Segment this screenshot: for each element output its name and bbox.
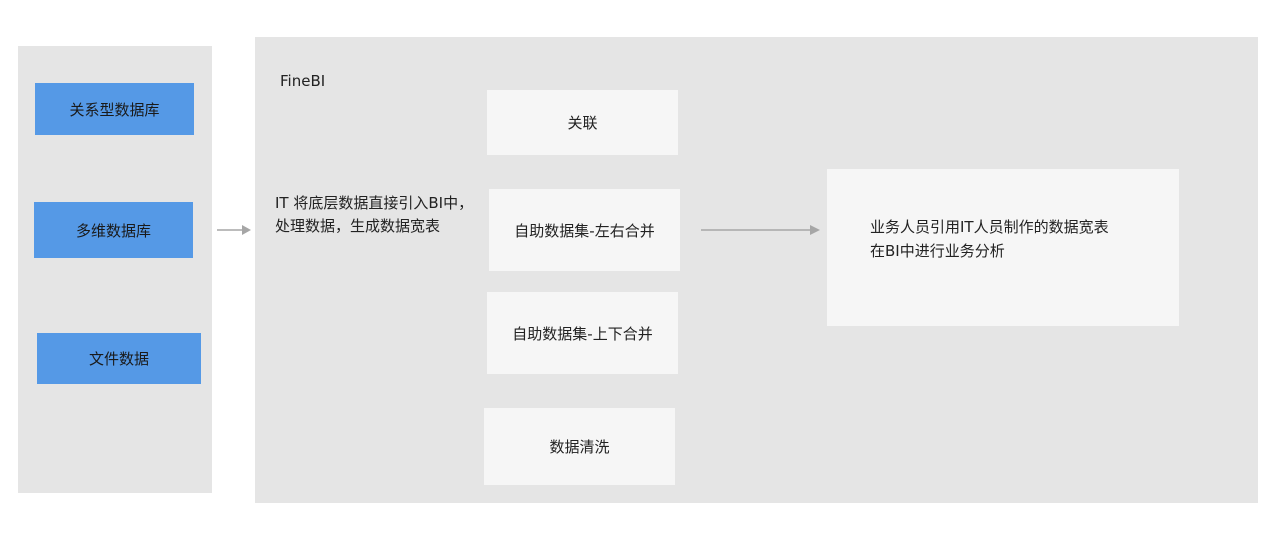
step-horizontal-merge: 自助数据集-左右合并 bbox=[489, 189, 680, 271]
business-analysis-line-1: 业务人员引用IT人员制作的数据宽表 bbox=[870, 218, 1109, 236]
step-vertical-merge-label: 自助数据集-上下合并 bbox=[512, 324, 653, 343]
step-data-cleaning: 数据清洗 bbox=[484, 408, 675, 485]
finebi-description-line-1: IT 将底层数据直接引入BI中， bbox=[275, 194, 474, 212]
step-join: 关联 bbox=[487, 90, 678, 155]
source-multidimensional-database: 多维数据库 bbox=[34, 202, 193, 258]
business-analysis-line-2: 在BI中进行业务分析 bbox=[870, 242, 1005, 260]
finebi-title: FineBI bbox=[280, 72, 326, 90]
step-join-label: 关联 bbox=[567, 114, 598, 132]
step-vertical-merge: 自助数据集-上下合并 bbox=[487, 292, 678, 374]
source-file-data: 文件数据 bbox=[37, 333, 201, 384]
arrow-sources-to-finebi bbox=[217, 225, 251, 235]
arrow-finebi-to-analysis bbox=[701, 225, 820, 235]
source-file-data-label: 文件数据 bbox=[88, 350, 149, 368]
finebi-description-line-2: 处理数据，生成数据宽表 bbox=[275, 217, 441, 235]
source-relational-database: 关系型数据库 bbox=[35, 83, 194, 135]
step-data-cleaning-label: 数据清洗 bbox=[549, 438, 610, 456]
source-multidimensional-database-label: 多维数据库 bbox=[75, 221, 151, 240]
business-analysis-box: 业务人员引用IT人员制作的数据宽表 在BI中进行业务分析 bbox=[827, 169, 1179, 326]
source-relational-database-label: 关系型数据库 bbox=[69, 100, 160, 119]
step-horizontal-merge-label: 自助数据集-左右合并 bbox=[514, 221, 655, 240]
